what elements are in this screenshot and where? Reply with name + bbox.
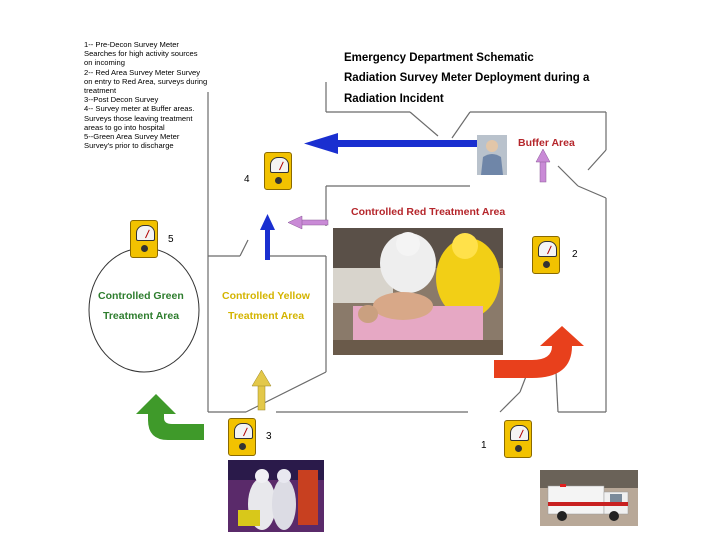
door-top-b — [451, 111, 471, 139]
meter-number-2: 2 — [572, 249, 578, 260]
meter-number-4: 4 — [244, 174, 250, 185]
title-line-2: Radiation Survey Meter Deployment during… — [344, 72, 590, 84]
pink-arrow-left — [287, 215, 329, 230]
buffer-staff-photo — [477, 135, 507, 175]
yellow-area-label-2: Treatment Area — [228, 310, 305, 322]
treatment-photo — [333, 228, 503, 355]
green-area-label-2: Treatment Area — [103, 310, 180, 322]
door-buffer-left — [557, 165, 579, 187]
title-line-3: Radiation Incident — [344, 93, 444, 105]
survey-meter-icon — [130, 220, 158, 258]
legend-item: 5--Green Area Survey Meter Survey's prio… — [84, 132, 180, 151]
red-curved-arrow — [494, 326, 584, 378]
yellow-arrow-up — [251, 369, 272, 411]
title-line-1: Emergency Department Schematic — [344, 52, 534, 64]
survey-meter-icon — [228, 418, 256, 456]
pink-arrow-up — [535, 148, 551, 183]
yellow-area-label-1: Controlled Yellow — [222, 290, 310, 302]
door-top-a — [409, 111, 439, 137]
meter-number-1: 1 — [481, 440, 487, 451]
meter-number-3: 3 — [266, 431, 272, 442]
blue-arrow-left — [304, 133, 484, 154]
meter-number-5: 5 — [168, 234, 174, 245]
buffer-area-label: Buffer Area — [518, 137, 575, 149]
door-buffer-right — [587, 149, 607, 171]
red-area-label: Controlled Red Treatment Area — [351, 206, 506, 218]
decon-photo — [228, 460, 324, 532]
legend-item: 4-- Survey meter at Buffer areas. Survey… — [84, 104, 195, 132]
survey-meter-icon — [264, 152, 292, 190]
survey-meter-icon — [504, 420, 532, 458]
legend-item: 3--Post Decon Survey — [84, 95, 159, 105]
legend-item: 2-- Red Area Survey Meter Survey on entr… — [84, 67, 208, 96]
survey-meter-icon — [532, 236, 560, 274]
legend-item: 1-- Pre-Decon Survey Meter Searches for … — [84, 40, 198, 68]
ambulance-photo — [540, 470, 638, 526]
green-curved-arrow — [136, 394, 204, 440]
blue-arrow-up — [260, 214, 275, 260]
legend: 1-- Pre-Decon Survey Meter Searches for … — [84, 40, 208, 150]
green-area-label-1: Controlled Green — [98, 290, 184, 302]
